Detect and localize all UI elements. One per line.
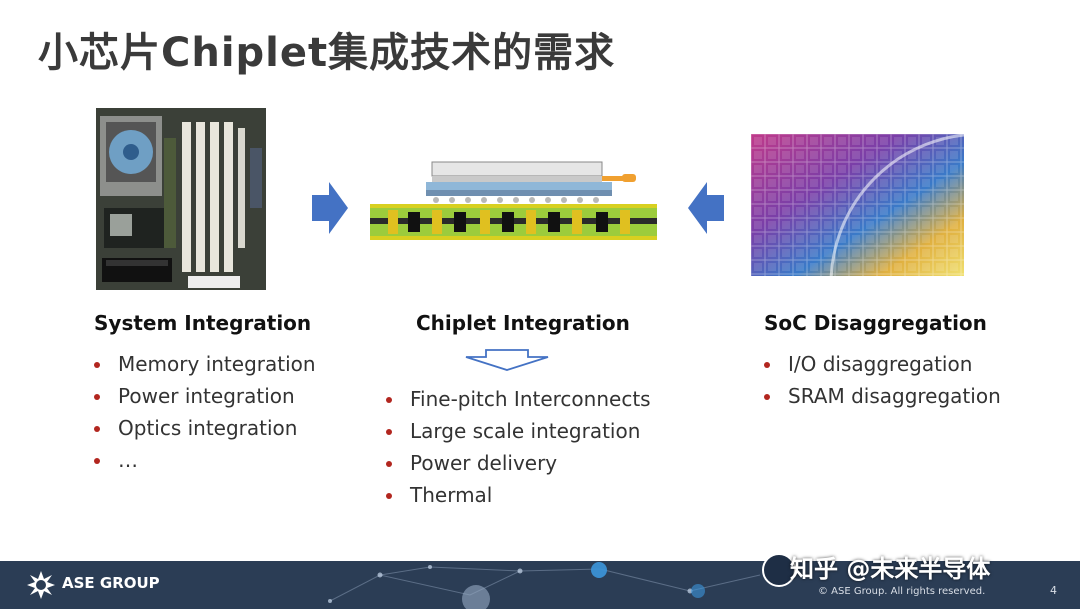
watermark-chip-icon — [762, 553, 796, 587]
list-item: I/O disaggregation — [764, 348, 1001, 380]
arrow-left-icon — [688, 182, 724, 234]
ase-logo-icon — [26, 570, 56, 600]
list-item: SRAM disaggregation — [764, 380, 1001, 412]
list-item: Power delivery — [386, 447, 651, 479]
list-item: Large scale integration — [386, 415, 651, 447]
bullet-icon — [386, 429, 392, 435]
arrow-down-icon — [464, 349, 550, 371]
slide-title: 小芯片Chiplet集成技术的需求 — [38, 30, 616, 76]
chiplet-integration-heading: Chiplet Integration — [416, 311, 630, 335]
copyright-text: © ASE Group. All rights reserved. — [818, 586, 986, 597]
page-number: 4 — [1050, 584, 1057, 597]
network-decoration — [328, 562, 761, 609]
list-item: Thermal — [386, 479, 651, 511]
arrow-right-icon — [312, 182, 348, 234]
chiplet-package-image — [370, 158, 657, 242]
bullet-icon — [94, 394, 100, 400]
wafer-image — [751, 134, 964, 276]
bullet-icon — [94, 458, 100, 464]
list-item: Memory integration — [94, 348, 316, 380]
footer-brand: ASE GROUP — [62, 574, 160, 592]
soc-disaggregation-list: I/O disaggregation SRAM disaggregation — [764, 348, 1001, 412]
list-item: Power integration — [94, 380, 316, 412]
bullet-icon — [94, 426, 100, 432]
bullet-icon — [94, 362, 100, 368]
motherboard-image — [96, 108, 266, 290]
bullet-icon — [386, 397, 392, 403]
soc-disaggregation-heading: SoC Disaggregation — [764, 311, 987, 335]
chiplet-integration-list: Fine-pitch Interconnects Large scale int… — [386, 383, 651, 511]
slide-footer: ASE GROUP © ASE Group. All rights reserv… — [0, 561, 1080, 609]
bullet-icon — [386, 493, 392, 499]
bullet-icon — [764, 362, 770, 368]
list-item: … — [94, 444, 316, 476]
system-integration-heading: System Integration — [94, 311, 312, 335]
watermark-text: 知乎 @未来半导体 — [790, 555, 991, 583]
list-item: Optics integration — [94, 412, 316, 444]
bullet-icon — [764, 394, 770, 400]
list-item: Fine-pitch Interconnects — [386, 383, 651, 415]
bullet-icon — [386, 461, 392, 467]
system-integration-list: Memory integration Power integration Opt… — [94, 348, 316, 476]
